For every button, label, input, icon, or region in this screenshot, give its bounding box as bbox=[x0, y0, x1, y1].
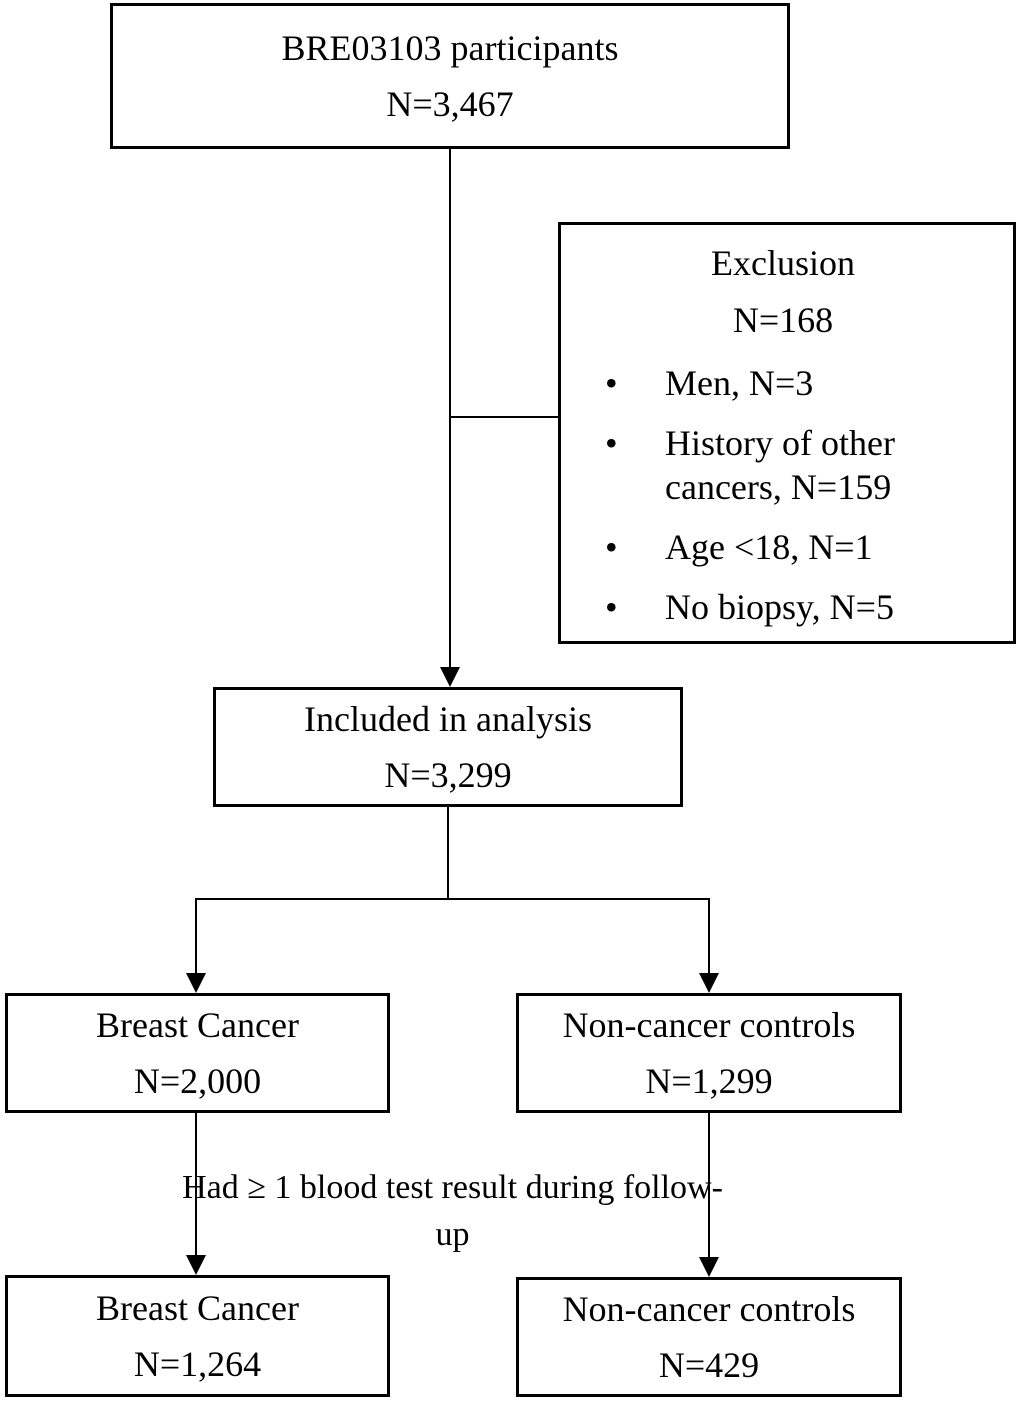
breast-cancer-box: Breast Cancer N=2,000 bbox=[5, 993, 390, 1113]
non-cancer-controls-followup-count: N=429 bbox=[658, 1345, 760, 1385]
arrowhead-icon bbox=[699, 973, 719, 993]
exclusion-list: • Men, N=3 • History of other cancers, N… bbox=[561, 361, 1005, 629]
exclusion-title: Exclusion bbox=[711, 243, 855, 283]
exclusion-item-label: No biopsy, N=5 bbox=[665, 587, 894, 627]
arrowhead-icon bbox=[186, 1255, 206, 1275]
bullet-icon: • bbox=[605, 527, 618, 567]
breast-cancer-followup-count: N=1,264 bbox=[133, 1344, 262, 1384]
exclusion-item: • No biopsy, N=5 bbox=[561, 585, 1005, 629]
breast-cancer-label: Breast Cancer bbox=[96, 1005, 299, 1045]
arrowhead-icon bbox=[699, 1257, 719, 1277]
arrowhead-icon bbox=[186, 973, 206, 993]
bullet-icon: • bbox=[605, 587, 618, 627]
included-label: Included in analysis bbox=[304, 699, 592, 739]
non-cancer-controls-box: Non-cancer controls N=1,299 bbox=[516, 993, 902, 1113]
exclusion-item-label: Men, N=3 bbox=[665, 363, 814, 403]
exclusion-box: Exclusion N=168 • Men, N=3 • History of … bbox=[558, 222, 1016, 644]
included-count: N=3,299 bbox=[384, 755, 512, 795]
bullet-icon: • bbox=[605, 363, 618, 403]
non-cancer-controls-followup-label: Non-cancer controls bbox=[562, 1289, 856, 1329]
edge-label: Had ≥ 1 blood test result during follow-… bbox=[182, 1169, 723, 1253]
non-cancer-controls-followup-box: Non-cancer controls N=429 bbox=[516, 1277, 902, 1397]
participants-count: N=3,467 bbox=[386, 84, 514, 124]
exclusion-item-label: History of other cancers, N=159 bbox=[665, 423, 895, 507]
exclusion-item: • Age <18, N=1 bbox=[561, 525, 1005, 569]
included-box: Included in analysis N=3,299 bbox=[213, 687, 683, 807]
participants-label: BRE03103 participants bbox=[281, 28, 619, 68]
arrowhead-icon bbox=[440, 667, 460, 687]
breast-cancer-followup-box: Breast Cancer N=1,264 bbox=[5, 1275, 390, 1397]
non-cancer-controls-count: N=1,299 bbox=[645, 1061, 773, 1101]
non-cancer-controls-label: Non-cancer controls bbox=[562, 1005, 856, 1045]
breast-cancer-followup-label: Breast Cancer bbox=[96, 1288, 299, 1328]
breast-cancer-count: N=2,000 bbox=[133, 1061, 262, 1101]
exclusion-item: • History of other cancers, N=159 bbox=[561, 421, 1005, 509]
exclusion-count: N=168 bbox=[732, 300, 834, 340]
exclusion-item-label: Age <18, N=1 bbox=[665, 527, 873, 567]
exclusion-item: • Men, N=3 bbox=[561, 361, 1005, 405]
participants-box: BRE03103 participants N=3,467 bbox=[110, 3, 790, 149]
bullet-icon: • bbox=[605, 423, 618, 463]
